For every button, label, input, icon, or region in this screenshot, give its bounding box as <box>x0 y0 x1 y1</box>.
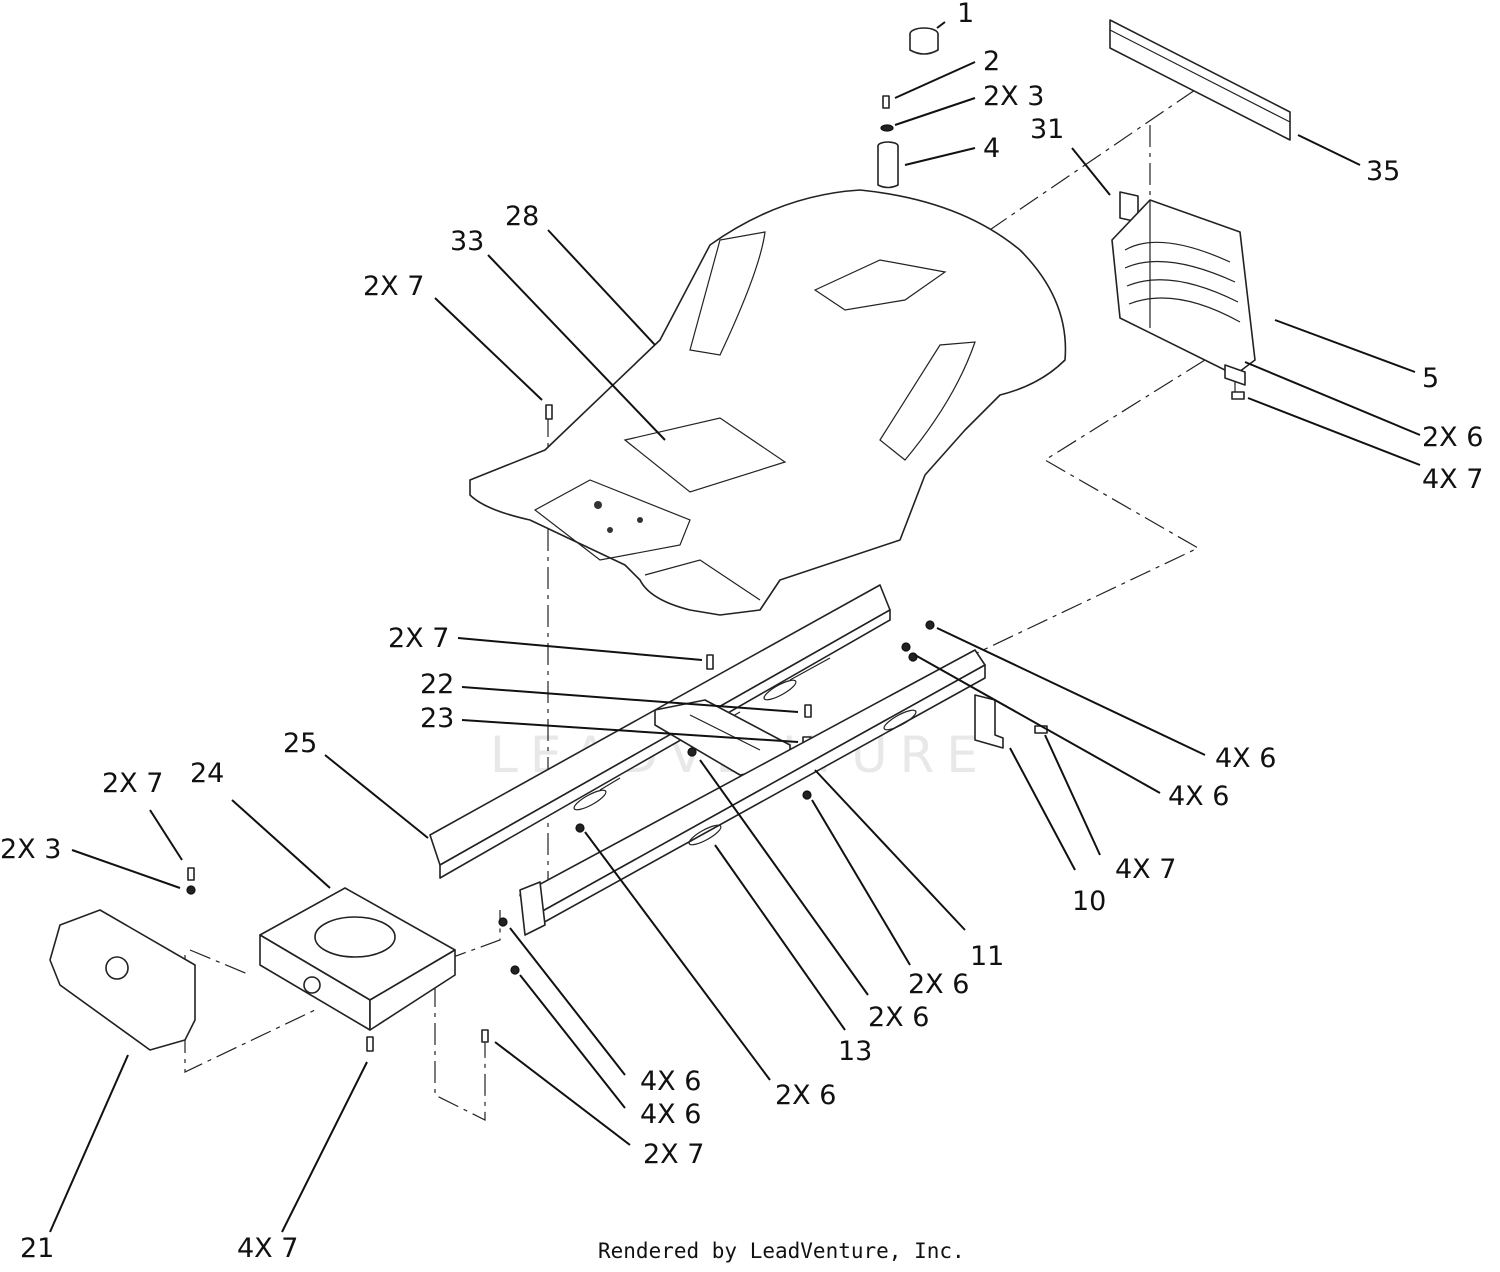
callout-2x7-lower: 2X 7 <box>643 1139 704 1170</box>
part-28-fender-deck <box>469 189 1067 616</box>
credit-text: Rendered by LeadVenture, Inc. <box>598 1239 965 1263</box>
callout-2x6-grille: 2X 6 <box>1422 422 1483 453</box>
callout-2x3-lower: 2X 3 <box>0 834 61 865</box>
part-1-knob <box>909 27 939 55</box>
callout-11: 11 <box>970 941 1004 972</box>
callout-2: 2 <box>983 46 1000 77</box>
callout-22: 22 <box>420 669 454 700</box>
callout-2x7-deck: 2X 7 <box>363 271 424 302</box>
part-4-spacer <box>877 141 899 189</box>
callout-25: 25 <box>283 728 317 759</box>
callout-13: 13 <box>838 1036 872 1067</box>
part-21-shroud <box>49 909 196 1051</box>
callout-35: 35 <box>1366 156 1400 187</box>
part-24-mount-plate <box>259 887 456 1031</box>
callout-4x7-grille: 4X 7 <box>1422 464 1483 495</box>
callout-24: 24 <box>190 758 224 789</box>
callout-4x6-middle: 4X 6 <box>1168 781 1229 812</box>
callout-4x6-upper: 4X 6 <box>1215 743 1276 774</box>
callout-2x3-upper: 2X 3 <box>983 81 1044 112</box>
callout-1: 1 <box>957 0 974 29</box>
part-13-frame-rail-right <box>519 649 986 936</box>
callout-2x6-c: 2X 6 <box>775 1080 836 1111</box>
part-35-bracket-strip <box>1109 19 1291 141</box>
callout-4x6-lower-a: 4X 6 <box>640 1066 701 1097</box>
callout-21: 21 <box>20 1233 54 1264</box>
callout-4x7-bracket: 4X 7 <box>1115 854 1176 885</box>
callout-4: 4 <box>983 133 1000 164</box>
callout-2x6-b: 2X 6 <box>868 1002 929 1033</box>
leader-lines <box>49 21 1421 1233</box>
callout-2x6-a: 2X 6 <box>908 969 969 1000</box>
part-5-grille-panel <box>1111 199 1256 386</box>
callout-28: 28 <box>505 201 539 232</box>
callout-5: 5 <box>1422 363 1439 394</box>
callout-23: 23 <box>420 703 454 734</box>
callout-2x7-shroud: 2X 7 <box>102 768 163 799</box>
callout-4x6-lower-b: 4X 6 <box>640 1099 701 1130</box>
part-2-screw <box>882 95 890 109</box>
callout-33: 33 <box>450 226 484 257</box>
callout-10: 10 <box>1072 886 1106 917</box>
callout-31: 31 <box>1030 114 1064 145</box>
part-3-washer <box>880 124 894 132</box>
callout-2x7-frame: 2X 7 <box>388 623 449 654</box>
callout-4x7-lower: 4X 7 <box>237 1233 298 1264</box>
